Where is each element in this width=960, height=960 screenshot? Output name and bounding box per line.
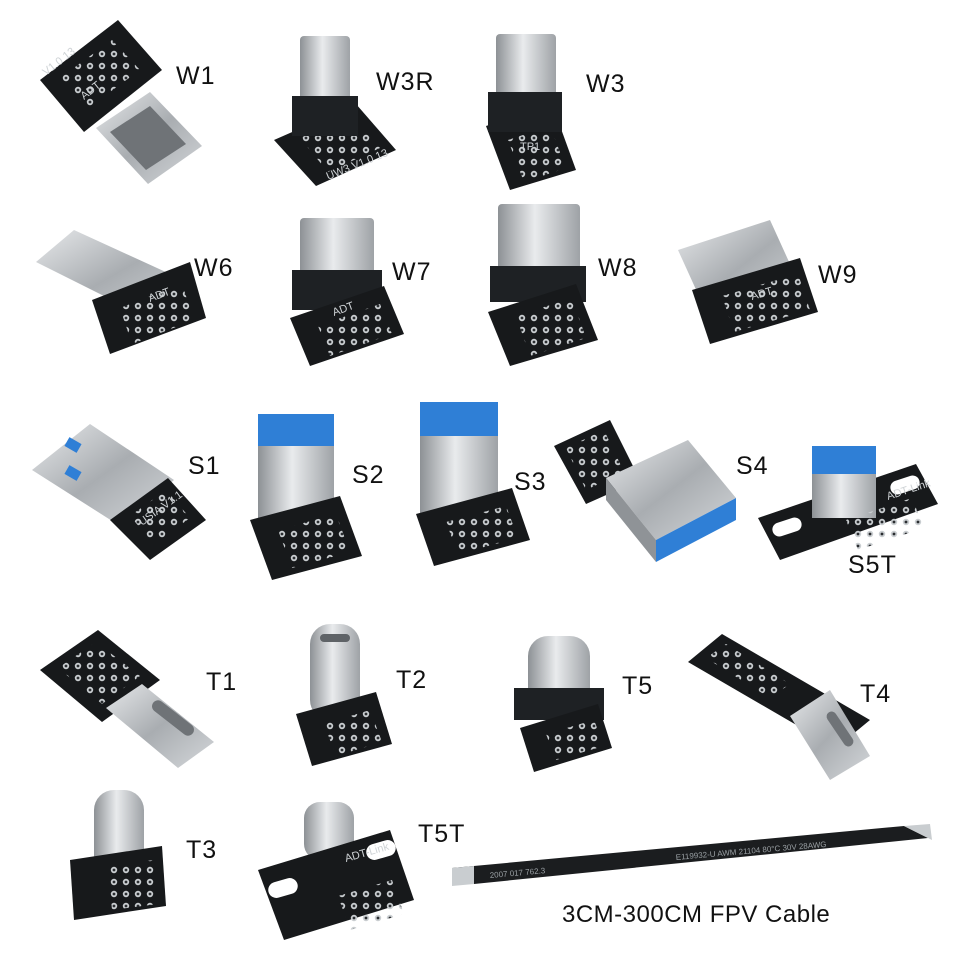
w7-adapter-image: ADT (290, 218, 404, 366)
w9-adt-mark: ADT (750, 285, 775, 303)
label-w1: W1 (176, 62, 216, 90)
s1-adapter-image: USIA V1.1 (32, 424, 206, 560)
t1-adapter-image (40, 630, 214, 768)
t4-adapter-image (688, 634, 870, 780)
label-s1: S1 (188, 452, 221, 480)
w1-adapter-image: ADT V1.0 13 (40, 20, 202, 184)
label-t5: T5 (622, 672, 654, 700)
s3-adapter-image (416, 402, 530, 566)
label-t2: T2 (396, 666, 428, 694)
s4-adapter-image (554, 420, 736, 562)
label-t3: T3 (186, 836, 218, 864)
label-w9: W9 (818, 261, 858, 289)
w8-adapter-image (488, 204, 598, 366)
s5t-adapter-image: ADT-Link (758, 446, 938, 560)
fpv-cable-image: 2007 017 762.3 E119932-U AWM 21104 80°C … (452, 824, 932, 886)
label-s4: S4 (736, 452, 769, 480)
w6-adapter-image: ADT (36, 230, 206, 354)
label-w3: W3 (586, 70, 626, 98)
label-s5t: S5T (848, 551, 897, 579)
w3r-adapter-image: UW3 V1.0 13 (274, 36, 396, 186)
label-w6: W6 (194, 254, 234, 282)
t3-adapter-image (70, 790, 166, 920)
t5-adapter-image (514, 636, 612, 772)
label-s3: S3 (514, 468, 547, 496)
label-fpv-cable: 3CM-300CM FPV Cable (562, 901, 831, 928)
w3-adapter-image: TP1 (486, 34, 576, 190)
label-t4: T4 (860, 680, 892, 708)
s2-adapter-image (250, 414, 362, 580)
t2-adapter-image (296, 624, 392, 766)
label-w7: W7 (392, 258, 432, 286)
label-w3r: W3R (376, 68, 435, 96)
w3-tp1-mark: TP1 (520, 141, 540, 153)
w9-adapter-image: ADT (678, 220, 818, 344)
label-t5t: T5T (418, 820, 466, 848)
label-s2: S2 (352, 461, 385, 489)
label-w8: W8 (598, 254, 638, 282)
label-t1: T1 (206, 668, 238, 696)
t5t-adapter-image: ADT-Link (258, 802, 414, 940)
